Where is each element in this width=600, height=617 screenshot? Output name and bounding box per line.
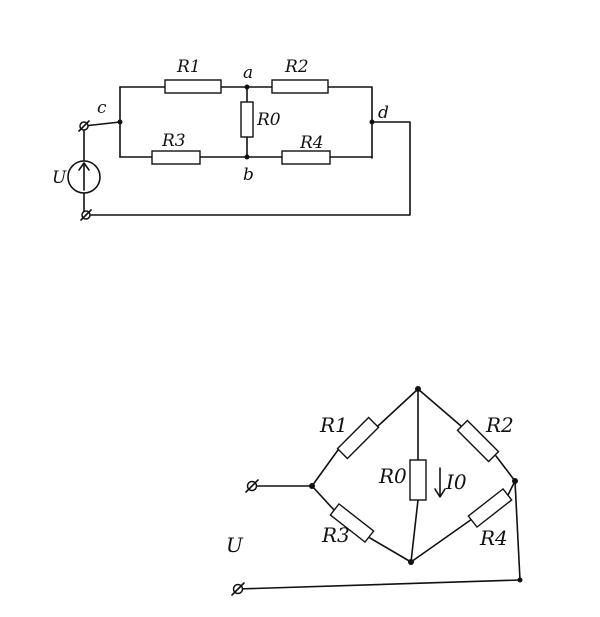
- bottom-resistor-r1: [336, 416, 380, 460]
- bottom-terminal-upper: [245, 479, 259, 493]
- top-resistor-r1: [164, 79, 222, 94]
- top-label-r0: R0: [256, 110, 281, 130]
- bottom-circuit: R1 R2 R3 R4 R0 I0 U: [226, 386, 523, 596]
- top-terminal-upper: [78, 120, 90, 132]
- top-node-c-dot: [117, 119, 123, 125]
- top-label-r1: R1: [176, 57, 201, 77]
- top-label-node-c: c: [97, 98, 107, 118]
- bottom-node-top-dot: [415, 386, 421, 392]
- bottom-wire-left-to-r3: [311, 485, 335, 511]
- top-wire-r2-to-right: [327, 86, 373, 159]
- top-node-b-dot: [244, 154, 250, 160]
- top-circuit: R1 R2 R3 R4 R0 a b c d U: [52, 57, 411, 221]
- bottom-resistor-r0: [409, 459, 427, 501]
- bottom-wire-bottom-to-r4: [410, 518, 473, 563]
- top-wire-c-to-terminal: [83, 121, 121, 127]
- top-resistor-r2: [271, 79, 329, 94]
- bottom-wire-r2-to-right: [495, 455, 516, 482]
- bottom-wire-left-to-r1: [311, 449, 339, 487]
- top-label-source-u: U: [52, 168, 67, 188]
- bottom-label-r4: R4: [479, 526, 508, 550]
- bottom-label-r0: R0: [378, 464, 407, 488]
- bottom-terminal-lower: [231, 582, 245, 596]
- bottom-label-r2: R2: [485, 413, 514, 437]
- bottom-label-r3: R3: [321, 523, 350, 547]
- bottom-wire-r1-to-top: [377, 388, 419, 427]
- bottom-label-source-u: U: [226, 533, 244, 557]
- top-label-r2: R2: [284, 57, 309, 77]
- top-label-node-d: d: [378, 103, 389, 123]
- top-label-r4: R4: [299, 133, 324, 153]
- bottom-wire-top-to-r2: [417, 388, 462, 427]
- top-label-r3: R3: [161, 131, 186, 151]
- top-resistor-r0: [240, 101, 254, 138]
- top-resistor-r4: [281, 150, 331, 165]
- top-node-a-dot: [244, 84, 250, 90]
- top-node-d-dot: [369, 119, 375, 125]
- bottom-node-left-dot: [309, 483, 315, 489]
- bottom-current-arrow: [434, 467, 446, 498]
- bottom-wire-r0-to-bottom: [410, 499, 419, 563]
- bottom-wire-return: [237, 480, 521, 590]
- top-wire-d-out: [85, 121, 411, 216]
- top-resistor-r3: [151, 150, 201, 165]
- top-voltage-source: [67, 160, 101, 194]
- top-label-node-a: a: [243, 63, 253, 83]
- bottom-resistor-r2: [456, 419, 500, 463]
- bottom-wire-r3-to-bottom: [369, 537, 412, 563]
- bottom-node-return-dot: [517, 577, 523, 583]
- bottom-label-r1: R1: [319, 413, 348, 437]
- top-terminal-lower: [80, 209, 92, 221]
- top-label-node-b: b: [243, 165, 254, 185]
- bottom-label-current-i0: I0: [445, 470, 467, 494]
- bottom-resistor-r4: [467, 487, 513, 529]
- bottom-node-bottom-dot: [408, 559, 414, 565]
- bottom-resistor-r3: [329, 502, 375, 544]
- bottom-node-right-dot: [512, 478, 518, 484]
